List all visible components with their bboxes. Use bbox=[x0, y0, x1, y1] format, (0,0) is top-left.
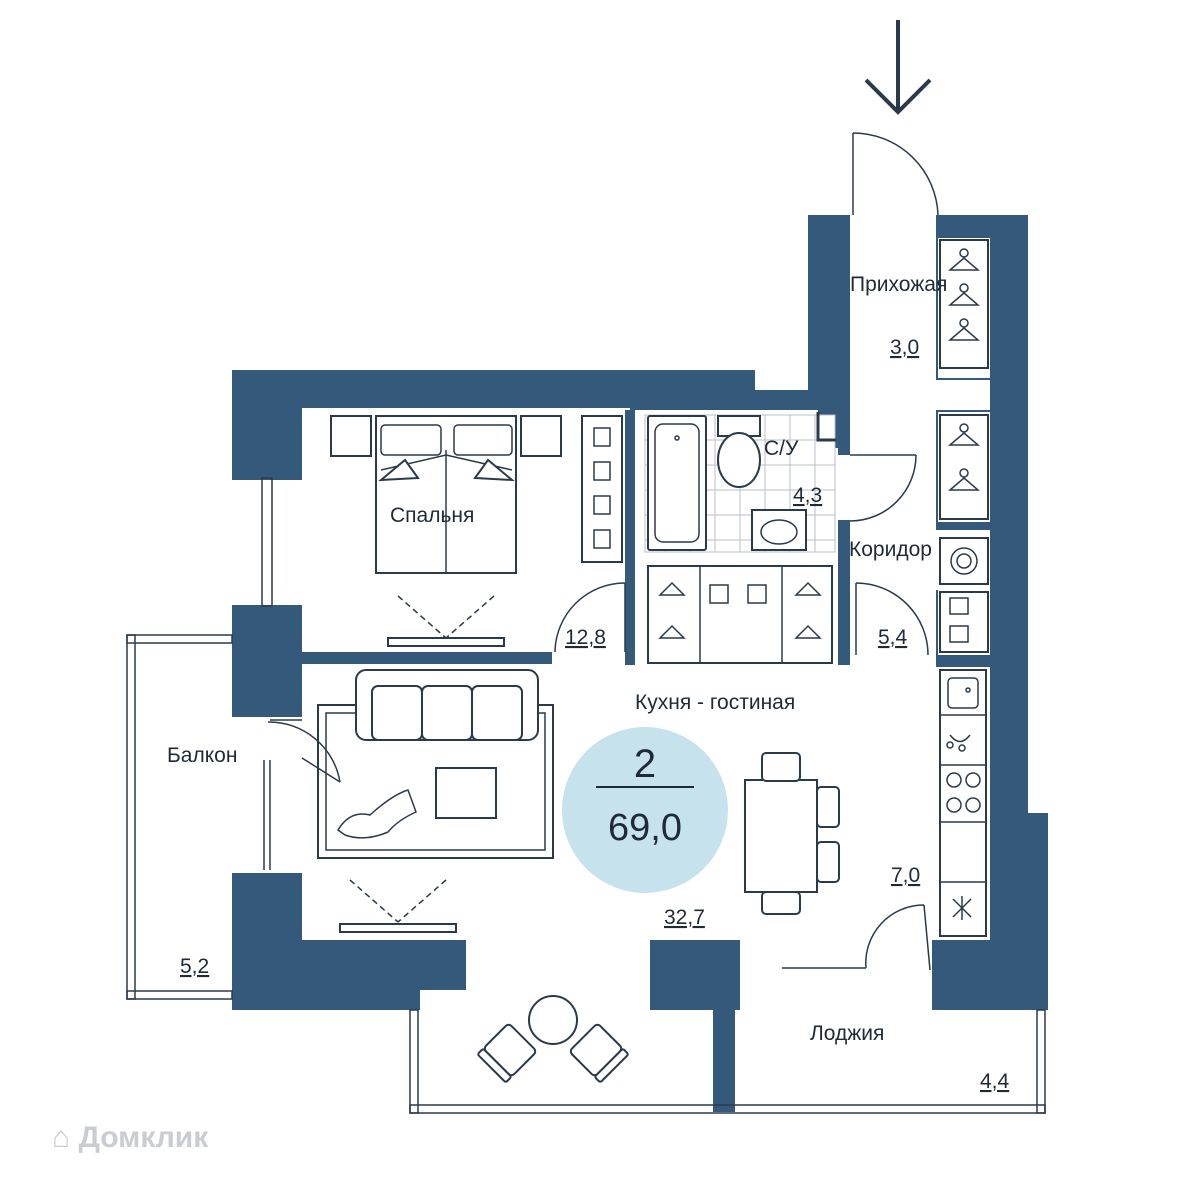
bedroom-furniture bbox=[330, 415, 623, 647]
bathroom-label: С/У bbox=[764, 437, 799, 460]
living-furniture bbox=[317, 669, 840, 933]
living-label: Кухня - гостиная bbox=[635, 691, 795, 714]
bathroom-area: 4,3 bbox=[793, 484, 822, 507]
walls bbox=[232, 215, 1048, 1112]
bedroom-label: Спальня bbox=[390, 504, 474, 527]
bathroom-door bbox=[849, 454, 917, 522]
closet bbox=[647, 565, 833, 664]
kitchen-area: 7,0 bbox=[891, 864, 920, 887]
watermark-house-icon: ⌂ bbox=[52, 1121, 79, 1154]
corridor-area: 5,4 bbox=[878, 626, 908, 649]
bedroom-area: 12,8 bbox=[565, 626, 606, 649]
dishwasher-icon bbox=[946, 734, 971, 752]
hallway-label: Прихожая bbox=[850, 273, 947, 296]
loggia-furniture bbox=[477, 995, 629, 1083]
total-area: 69,0 bbox=[608, 807, 682, 849]
corridor-door bbox=[855, 582, 929, 656]
entrance-door bbox=[852, 132, 939, 216]
hallway-area: 3,0 bbox=[890, 336, 919, 359]
balcony-area: 5,2 bbox=[180, 955, 209, 978]
balcony-rail bbox=[126, 634, 233, 1000]
watermark: ⌂ Домклик bbox=[52, 1121, 208, 1155]
sink-icon bbox=[947, 677, 979, 709]
loggia-label: Лоджия bbox=[810, 1022, 884, 1045]
bathroom bbox=[644, 412, 836, 553]
loggia-area: 4,4 bbox=[980, 1070, 1010, 1093]
entrance-arrow-icon bbox=[864, 20, 932, 115]
loggia-rail bbox=[409, 1009, 1046, 1114]
summary-badge: 2 69,0 bbox=[562, 727, 728, 893]
rooms-count: 2 bbox=[634, 742, 656, 786]
living-area: 32,7 bbox=[664, 906, 705, 929]
balcony-door bbox=[263, 719, 341, 870]
loggia-door bbox=[782, 904, 931, 971]
bedroom-window bbox=[261, 477, 273, 607]
watermark-text: Домклик bbox=[78, 1121, 209, 1154]
bedroom-door bbox=[554, 582, 626, 653]
hallway-wardrobe bbox=[939, 239, 989, 653]
stove-icon bbox=[946, 772, 981, 813]
corridor-label: Коридор bbox=[849, 538, 932, 561]
balcony-label: Балкон bbox=[167, 744, 237, 767]
washing-machine-icon bbox=[950, 547, 978, 575]
fan-icon bbox=[952, 896, 972, 920]
kitchen-units bbox=[939, 669, 987, 937]
